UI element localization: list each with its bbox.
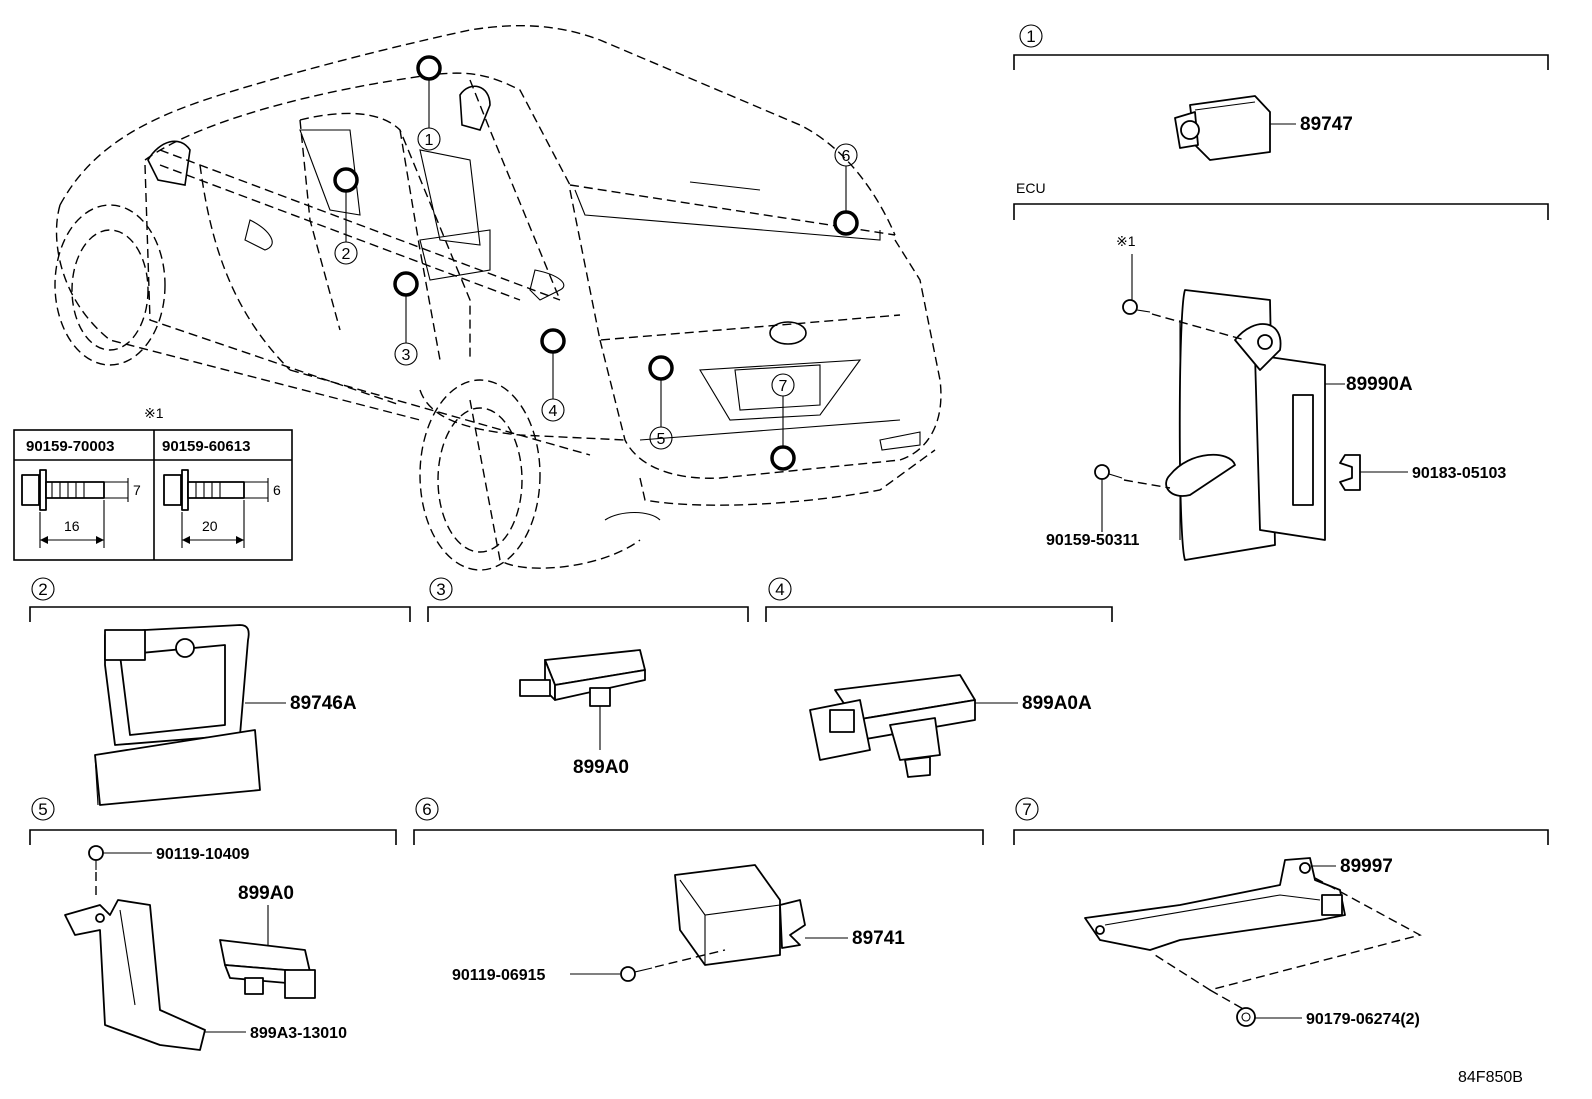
section-4-number: 4 (775, 580, 784, 599)
section-5: 5 90119-10409 899A3-13010 899A0 (29, 797, 397, 1051)
vehicle-callouts: 1 2 3 4 5 6 7 (333, 55, 859, 471)
part-899a3-13010-drawing (64, 899, 206, 1051)
location-4-marker (540, 328, 566, 354)
callout-3: 3 (402, 347, 411, 364)
section-7-number: 7 (1022, 800, 1031, 819)
location-1-marker (416, 55, 442, 81)
part-899a0-s3: 899A0 (573, 757, 629, 778)
screw-ecu-top (1122, 299, 1151, 315)
part-90119-06915: 90119-06915 (452, 967, 546, 984)
part-90159-50311: 90159-50311 (1046, 532, 1140, 549)
part-89741-drawing (674, 864, 806, 966)
part-899a0-s5: 899A0 (238, 883, 294, 904)
part-90119-10409: 90119-10409 (156, 846, 250, 863)
part-89746a: 89746A (290, 693, 357, 714)
section-4: 4 899A0A (765, 577, 1113, 778)
part-899a0a-drawing (809, 674, 976, 778)
section-2: 2 89746A (29, 577, 411, 806)
location-3-marker (393, 271, 419, 297)
ecu-label: ECU (1016, 180, 1046, 196)
bolt-table-part-1: 90159-70003 (26, 438, 114, 455)
bolt-table-part-2: 90159-60613 (162, 438, 250, 455)
part-899a0-drawing (519, 649, 646, 707)
bolt-table: ※1 90159-70003 90159-60613 7 16 (13, 405, 293, 561)
section-3-number: 3 (436, 580, 445, 599)
section-5-number: 5 (38, 800, 47, 819)
part-89997: 89997 (1340, 856, 1393, 877)
bolt-1-dia: 7 (133, 482, 141, 498)
location-2-marker (333, 167, 359, 193)
section-1: 1 89747 (1013, 24, 1549, 161)
part-89997-drawing (1084, 857, 1346, 951)
callout-1: 1 (425, 132, 434, 149)
location-6-marker (833, 210, 859, 236)
location-5-marker (648, 355, 674, 381)
part-89741: 89741 (852, 928, 905, 949)
part-89747-drawing (1174, 95, 1271, 161)
bolt-2-length: 20 (202, 518, 218, 534)
part-89747: 89747 (1300, 114, 1353, 135)
ecu-note-mark: ※1 (1116, 233, 1136, 249)
part-89990a: 89990A (1346, 374, 1413, 395)
screw-ecu-bottom (1094, 464, 1123, 480)
location-7-marker (770, 445, 796, 471)
nut-90179-06274 (1236, 1007, 1256, 1027)
part-899a0-s5-drawing (219, 939, 316, 999)
vehicle-illustration (54, 25, 942, 571)
bolt-table-mark: ※1 (144, 405, 164, 421)
callout-4: 4 (549, 403, 558, 420)
part-899a0a: 899A0A (1022, 693, 1092, 714)
diagram-code: 84F850B (1458, 1069, 1523, 1086)
part-89746a-drawing (94, 624, 261, 806)
part-90179-06274: 90179-06274(2) (1306, 1011, 1420, 1028)
bolt-1-length: 16 (64, 518, 80, 534)
callout-7: 7 (779, 378, 788, 395)
section-3: 3 899A0 (427, 577, 749, 778)
section-1-number: 1 (1026, 27, 1035, 46)
part-90183-05103: 90183-05103 (1412, 465, 1506, 482)
part-899a3-13010: 899A3-13010 (250, 1025, 347, 1042)
bolt-2-dia: 6 (273, 482, 281, 498)
callout-5: 5 (657, 431, 666, 448)
bolt-2-drawing (163, 469, 269, 548)
section-6: 6 89741 90119-06915 (413, 797, 984, 984)
callout-2: 2 (342, 246, 351, 263)
section-7: 7 89997 90179-06274(2) (1013, 797, 1549, 1028)
section-6-number: 6 (422, 800, 431, 819)
screw-90119-10409 (88, 845, 104, 870)
section-2-number: 2 (38, 580, 47, 599)
section-ecu: ECU ※1 89990A 90183-05103 9015 (1013, 180, 1549, 561)
bolt-1-drawing (21, 469, 129, 548)
screw-90119-06915 (620, 966, 653, 982)
callout-6: 6 (842, 148, 851, 165)
ecu-drawing (1165, 289, 1361, 561)
